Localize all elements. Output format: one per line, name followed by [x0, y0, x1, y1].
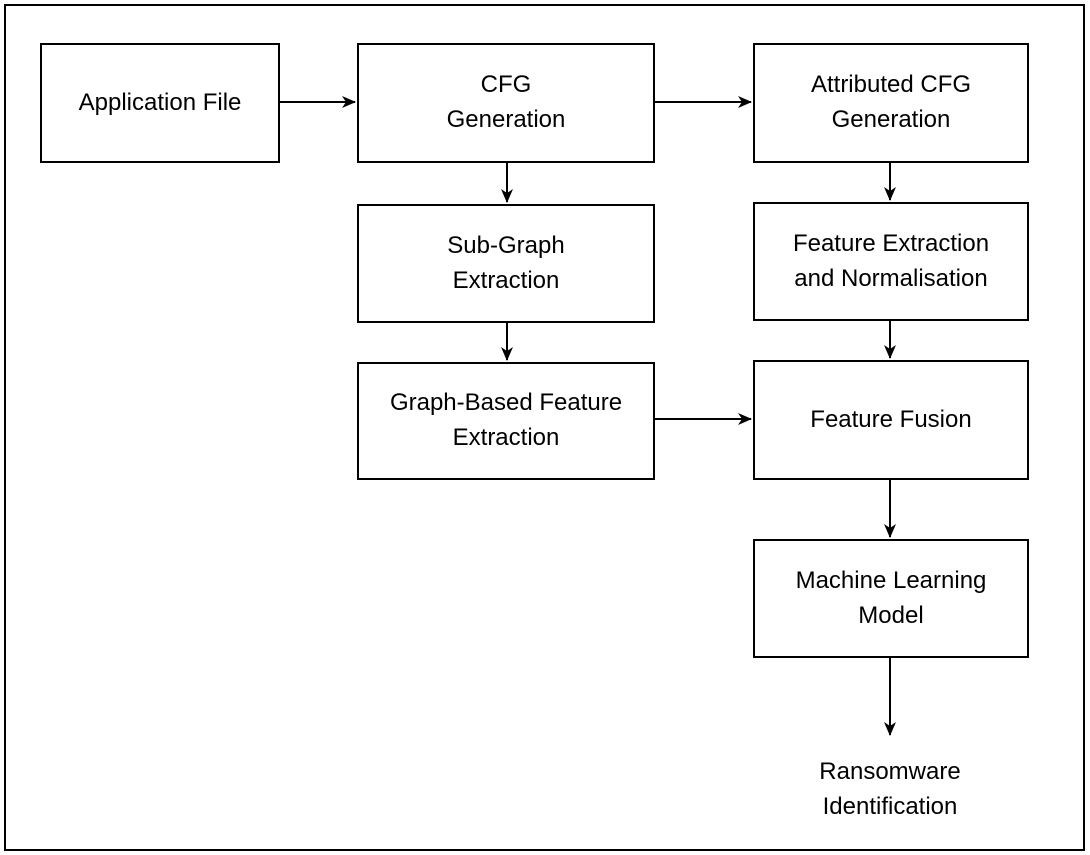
- feature-fusion-box: Feature Fusion: [753, 360, 1029, 480]
- attributed-cfg-generation-box: Attributed CFG Generation: [753, 43, 1029, 163]
- feature-extraction-normalisation-box: Feature Extraction and Normalisation: [753, 202, 1029, 321]
- application-file-label: Application File: [78, 88, 242, 116]
- cfg-generation-box: CFG Generation: [357, 43, 655, 163]
- graph-based-feature-extraction-box: Graph-Based Feature Extraction: [357, 362, 655, 480]
- feature-fusion-label: Feature Fusion: [810, 405, 972, 433]
- graph-based-feature-extraction-label: Graph-Based Feature Extraction: [389, 389, 623, 451]
- ransomware-identification-output: Ransomware Identification: [819, 758, 961, 820]
- cfg-generation-label: CFG Generation: [446, 71, 566, 133]
- feature-extraction-normalisation-label: Feature Extraction and Normalisation: [792, 229, 990, 292]
- sub-graph-extraction-box: Sub-Graph Extraction: [357, 204, 655, 323]
- diagram-frame: [4, 4, 1085, 851]
- sub-graph-extraction-label: Sub-Graph Extraction: [447, 231, 565, 294]
- attributed-cfg-generation-label: Attributed CFG Generation: [810, 71, 972, 133]
- machine-learning-model-label: Machine Learning Model: [795, 566, 987, 629]
- application-file-box: Application File: [40, 43, 280, 163]
- machine-learning-model-box: Machine Learning Model: [753, 539, 1029, 658]
